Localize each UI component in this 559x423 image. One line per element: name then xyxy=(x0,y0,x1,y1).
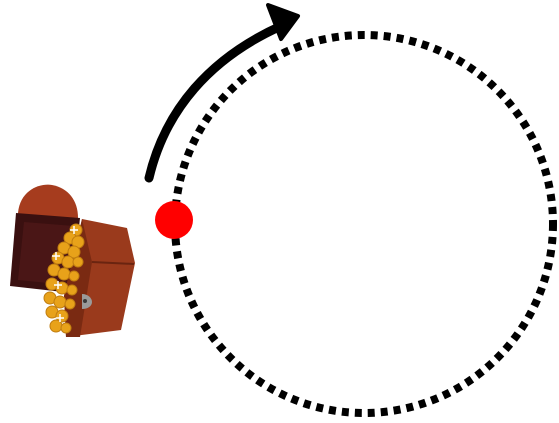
red-dot-marker xyxy=(155,201,193,239)
